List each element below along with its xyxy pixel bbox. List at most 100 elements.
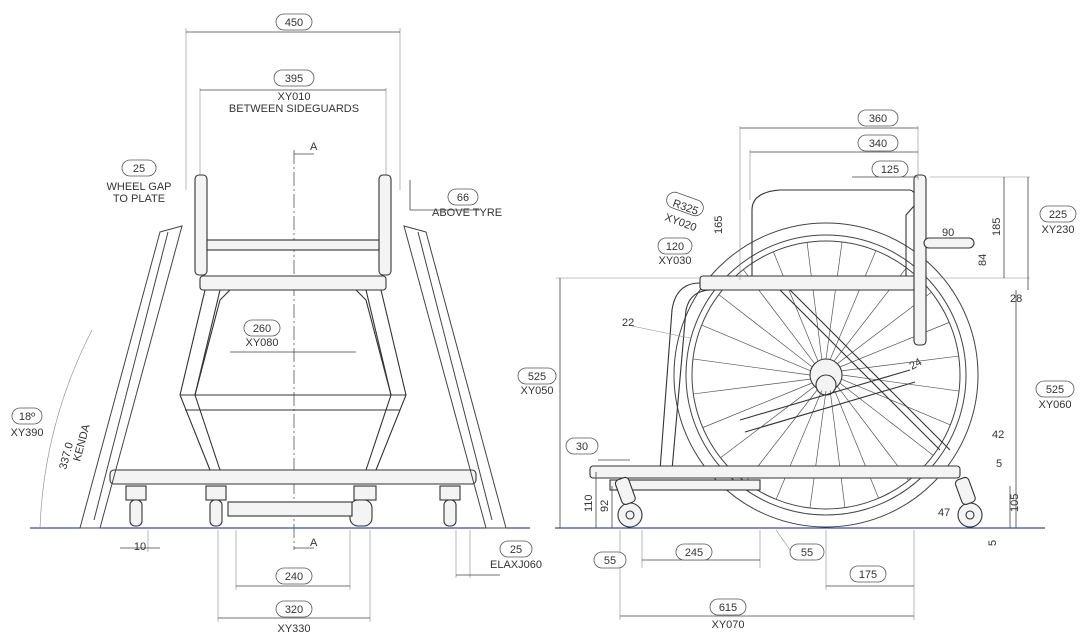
dim-pill-225	[1039, 205, 1077, 223]
dim-angle: 18º	[19, 411, 35, 423]
dim-125: 125	[881, 164, 899, 176]
wheel-spoke	[806, 242, 823, 360]
side-view: 360 340 125 R325 XY020 165 120 XY030 90 …	[517, 109, 1077, 631]
tyre-brand-label: KENDA	[71, 422, 93, 462]
wheel-spoke	[825, 241, 843, 360]
wheel-gap-label-1: WHEEL GAP	[107, 181, 172, 193]
dim-pill-30	[565, 437, 599, 455]
dim-24: 24	[908, 356, 925, 373]
dim-55-m: 55	[801, 547, 813, 559]
dim-pill-320	[275, 600, 313, 618]
wheel-spoke	[841, 378, 951, 426]
wheel-spoke	[720, 386, 815, 459]
dim-245: 245	[685, 547, 703, 559]
dim-225: 225	[1049, 209, 1067, 221]
dim-pill-395	[273, 69, 315, 87]
section-label-bottom: A	[310, 537, 318, 549]
dim-110: 110	[583, 494, 595, 512]
dim-25-b: 25	[510, 544, 522, 556]
xy080-label: XY080	[245, 337, 278, 349]
dim-175: 175	[859, 569, 877, 581]
xy010-label: XY010	[277, 91, 310, 103]
xy030-label: XY030	[658, 255, 691, 267]
dim-525-r: 525	[1046, 384, 1064, 396]
dim-22: 22	[622, 317, 634, 329]
dim-360: 360	[869, 113, 887, 125]
wheel-spoke	[809, 390, 827, 509]
wheel-spoke	[693, 378, 811, 395]
main-wheel	[673, 222, 979, 528]
wheel-spoke	[837, 386, 910, 481]
dim-42: 42	[992, 429, 1004, 441]
dim-pill-120	[657, 237, 693, 255]
dim-260: 260	[253, 323, 271, 335]
wheel-spoke	[841, 355, 959, 372]
dim-25-gap: 25	[133, 163, 145, 175]
dim-395: 395	[285, 73, 303, 85]
dim-pill-r325	[666, 191, 704, 217]
wheel-spoke	[829, 390, 846, 508]
wheel-spoke	[702, 382, 813, 428]
dim-pill-240	[275, 567, 313, 585]
side-guard	[751, 189, 916, 277]
right-wheel	[403, 225, 507, 529]
dim-340: 340	[869, 138, 887, 150]
xy070-label: XY070	[711, 619, 744, 631]
dim-pill-245	[675, 543, 713, 561]
left-wheel	[79, 225, 183, 529]
dim-pill-angle	[11, 407, 43, 425]
dim-pill-450	[275, 13, 313, 31]
xy050-label: XY050	[520, 385, 553, 397]
dim-450: 450	[285, 17, 303, 29]
above-tyre-label: ABOVE TYRE	[432, 207, 502, 219]
wheel-spoke	[775, 390, 823, 500]
elaxj060-label: ELAXJ060	[490, 559, 542, 571]
dim-pill-25-b	[499, 540, 533, 558]
xy060-label: XY060	[1038, 399, 1071, 411]
dim-55-l: 55	[604, 555, 616, 567]
dim-5-b: 5	[987, 540, 999, 546]
wheel-spoke	[718, 294, 813, 368]
dim-240: 240	[285, 571, 303, 583]
wheel-spoke	[692, 358, 811, 376]
wheel-spoke	[833, 388, 879, 499]
dim-66: 66	[457, 192, 469, 204]
dim-pill-55-m	[789, 543, 825, 561]
dim-185: 185	[991, 218, 1003, 236]
dim-5-a: 5	[996, 458, 1002, 470]
wheel-spoke	[701, 324, 811, 372]
dim-165: 165	[713, 216, 725, 234]
wheel-spoke	[839, 322, 950, 368]
dim-pill-175	[849, 565, 887, 583]
side-casters	[614, 476, 983, 528]
dim-90: 90	[942, 227, 954, 239]
between-sideguards-label: BETWEEN SIDEGUARDS	[229, 103, 359, 115]
dim-pill-360	[857, 109, 899, 127]
dim-pill-125	[871, 160, 909, 178]
dim-pill-340	[857, 134, 899, 152]
front-casters	[125, 485, 461, 527]
dim-pill-260	[243, 319, 281, 337]
dim-pill-525-l	[517, 367, 557, 385]
dim-10: 10	[134, 541, 146, 553]
dim-120: 120	[666, 241, 684, 253]
dim-pill-525-r	[1035, 380, 1075, 398]
front-view: A A 450 395 XY010 BETWEEN SIDEGUARDS 25 …	[10, 13, 542, 635]
dim-525-l: 525	[528, 371, 546, 383]
wheel-gap-label-2: TO PLATE	[113, 193, 165, 205]
section-label-top: A	[310, 141, 318, 153]
dim-pill-25-gap	[121, 159, 157, 177]
wheel-spoke	[829, 250, 877, 360]
dim-105: 105	[1009, 494, 1021, 512]
dim-pill-66	[447, 188, 479, 206]
wheel-spoke	[839, 382, 934, 456]
dim-92: 92	[599, 500, 611, 512]
dim-30: 30	[576, 441, 588, 453]
dim-47: 47	[938, 507, 950, 519]
xy390-label: XY390	[10, 427, 43, 439]
xy330-label: XY330	[277, 623, 310, 635]
dim-320: 320	[285, 604, 303, 616]
wheel-spoke	[841, 374, 960, 392]
xy230-label: XY230	[1041, 224, 1074, 236]
